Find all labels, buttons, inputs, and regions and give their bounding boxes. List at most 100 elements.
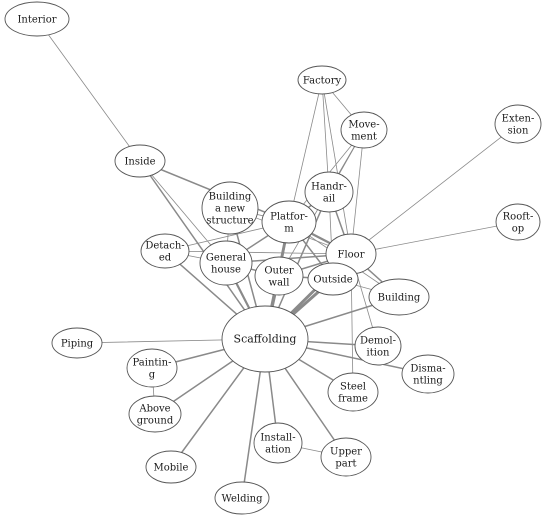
node-label-line: Building bbox=[209, 192, 252, 203]
edge-movement-floor bbox=[350, 129, 365, 255]
node-label-line: ntling bbox=[413, 376, 443, 387]
node-label-line: wall bbox=[269, 278, 290, 289]
node-label-line: ation bbox=[265, 445, 291, 456]
node-detached: Detach-ed bbox=[140, 233, 190, 269]
node-inside: Inside bbox=[114, 144, 166, 178]
node-label-extension: Exten-sion bbox=[502, 114, 535, 137]
node-platform: Platfor-m bbox=[261, 200, 317, 244]
node-handrail: Handr-ail bbox=[304, 171, 354, 213]
node-label-outside: Outside bbox=[313, 275, 352, 286]
node-label-line: op bbox=[512, 224, 524, 235]
edge-detached-floor bbox=[164, 250, 352, 255]
node-label-line: Floor bbox=[338, 250, 365, 261]
node-label-line: m bbox=[284, 224, 294, 235]
node-label-line: ment bbox=[351, 132, 377, 143]
node-interior: Interior bbox=[4, 1, 70, 37]
node-label-installation: Install-ation bbox=[260, 433, 295, 456]
node-ellipse-handrail bbox=[304, 171, 354, 213]
node-label-line: Outside bbox=[313, 275, 352, 286]
node-label-line: house bbox=[211, 265, 241, 276]
node-demolition: Demol-ition bbox=[354, 326, 402, 366]
node-label-line: Welding bbox=[221, 494, 263, 505]
edge-extension-floor bbox=[350, 123, 519, 255]
node-label-line: Scaffolding bbox=[234, 333, 297, 346]
node-ellipse-factory bbox=[297, 65, 347, 95]
node-ellipse-installation bbox=[253, 422, 303, 464]
node-label-line: Steel bbox=[340, 382, 366, 393]
node-ellipse-general-house bbox=[199, 240, 253, 286]
node-ellipse-interior bbox=[4, 1, 70, 37]
node-label-line: sion bbox=[508, 126, 529, 137]
node-label-line: Rooft- bbox=[503, 212, 534, 223]
node-label-line: Exten- bbox=[502, 114, 535, 125]
node-label-inside: Inside bbox=[124, 157, 155, 168]
edge-inside-scaffolding bbox=[139, 160, 266, 340]
node-ellipse-upper-part bbox=[320, 437, 372, 477]
node-factory: Factory bbox=[297, 65, 347, 95]
node-ellipse-mobile bbox=[145, 450, 197, 484]
node-ellipse-platform bbox=[261, 200, 317, 244]
node-label-line: a new bbox=[215, 204, 245, 215]
node-label-line: part bbox=[335, 459, 356, 470]
node-label-line: ail bbox=[323, 194, 335, 205]
node-dismantling: Disma-ntling bbox=[401, 354, 455, 394]
node-label-welding: Welding bbox=[221, 494, 263, 505]
node-label-line: g bbox=[149, 370, 156, 381]
node-label-line: Upper bbox=[330, 447, 362, 458]
node-label-demolition: Demol-ition bbox=[360, 336, 396, 359]
node-ellipse-detached bbox=[140, 233, 190, 269]
node-label-line: ed bbox=[159, 253, 172, 264]
node-installation: Install-ation bbox=[253, 422, 303, 464]
node-label-detached: Detach-ed bbox=[145, 241, 184, 264]
node-welding: Welding bbox=[214, 481, 270, 515]
node-label-line: Disma- bbox=[410, 364, 445, 375]
node-label-building: Building bbox=[378, 293, 421, 304]
node-label-line: Detach- bbox=[145, 241, 184, 252]
node-label-line: Handr- bbox=[311, 182, 347, 193]
node-label-line: structure bbox=[206, 216, 253, 227]
node-label-line: ground bbox=[137, 416, 174, 427]
node-label-mobile: Mobile bbox=[154, 463, 189, 474]
node-label-line: Outer bbox=[264, 266, 294, 277]
node-outside: Outside bbox=[307, 262, 359, 296]
node-painting: Paintin-g bbox=[126, 348, 178, 388]
node-ellipse-scaffolding bbox=[221, 305, 309, 373]
node-label-line: General bbox=[206, 253, 246, 264]
node-rooftop: Rooft-op bbox=[495, 203, 541, 241]
node-label-rooftop: Rooft-op bbox=[503, 212, 534, 235]
node-ellipse-building-new-structure bbox=[201, 181, 259, 235]
node-label-line: Above bbox=[138, 404, 170, 415]
node-ellipse-building bbox=[368, 278, 430, 316]
node-extension: Exten-sion bbox=[494, 104, 542, 144]
node-label-line: Interior bbox=[17, 15, 56, 26]
node-label-handrail: Handr-ail bbox=[311, 182, 347, 205]
node-ellipse-outer-wall bbox=[254, 256, 304, 296]
node-ellipse-demolition bbox=[354, 326, 402, 366]
edge-factory-platform bbox=[288, 79, 323, 223]
node-movement: Move-ment bbox=[340, 111, 388, 149]
node-ellipse-piping bbox=[51, 327, 103, 359]
node-ellipse-steel-frame bbox=[327, 372, 379, 412]
node-ellipse-dismantling bbox=[401, 354, 455, 394]
edge-factory-floor bbox=[321, 79, 352, 255]
node-label-line: Mobile bbox=[154, 463, 189, 474]
node-scaffolding: Scaffolding bbox=[221, 305, 309, 373]
node-ellipse-outside bbox=[307, 262, 359, 296]
node-building: Building bbox=[368, 278, 430, 316]
node-label-line: Inside bbox=[124, 157, 155, 168]
node-label-line: Building bbox=[378, 293, 421, 304]
node-ellipse-movement bbox=[340, 111, 388, 149]
node-ellipse-extension bbox=[494, 104, 542, 144]
